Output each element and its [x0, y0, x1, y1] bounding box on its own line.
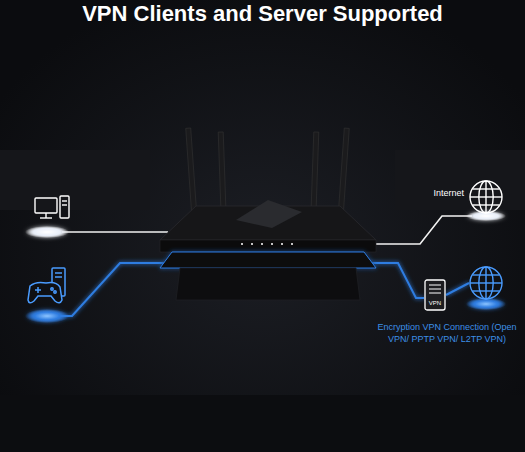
router-front — [160, 240, 376, 252]
router-stand — [176, 268, 360, 300]
gamepad-dpad — [37, 287, 39, 293]
server-symbol — [425, 280, 445, 310]
pc-tower — [55, 276, 62, 278]
pc-tower — [55, 272, 62, 274]
router — [160, 128, 376, 300]
globe-parallel — [470, 196, 502, 197]
pc-tower — [60, 196, 69, 218]
led — [251, 243, 253, 245]
globe-parallel — [472, 290, 499, 291]
globe-symbol — [470, 267, 502, 299]
antenna — [311, 132, 319, 212]
led — [291, 243, 293, 245]
floor — [0, 395, 525, 452]
globe-outline — [470, 267, 502, 299]
pc-tower — [62, 204, 67, 205]
internet-globe: Internet — [469, 180, 503, 214]
antenna — [218, 132, 226, 212]
node-label: Encryption VPN Connection (Open VPN/ PPT… — [370, 321, 524, 345]
monitor-stand — [40, 217, 52, 218]
vpn-wire — [60, 263, 172, 316]
led — [281, 243, 283, 245]
pc-tower — [62, 200, 67, 201]
title: VPN Clients and Server Supported — [0, 1, 525, 27]
gamepad-button — [54, 291, 56, 293]
antenna — [186, 128, 197, 218]
globe-parallel — [470, 282, 502, 283]
globe-parallel — [472, 274, 499, 275]
server-slot — [429, 285, 441, 286]
globe-parallel — [472, 188, 499, 189]
server-outline — [425, 280, 445, 310]
status-leds — [241, 243, 293, 245]
led — [241, 243, 243, 245]
server-slot — [429, 289, 441, 290]
globe-symbol — [470, 181, 502, 213]
globe-outline — [470, 181, 502, 213]
monitor-stand — [45, 213, 46, 218]
glow-disc — [25, 226, 69, 238]
backdrop-panel — [395, 150, 525, 210]
vpn-wire — [60, 263, 424, 316]
node-label: Internet — [433, 188, 464, 198]
gamepad — [28, 282, 62, 302]
glow-disc — [466, 298, 506, 310]
backdrop-panel — [0, 150, 150, 210]
gamepad-button — [51, 288, 53, 290]
wan-wire — [370, 216, 472, 244]
vpn-link — [446, 283, 469, 295]
vpn-globe: Encryption VPN Connection (Open VPN/ PPT… — [469, 266, 503, 300]
node-shape — [469, 180, 503, 214]
globe-parallel — [472, 204, 499, 205]
lan-wire — [62, 231, 168, 233]
antenna — [338, 128, 349, 218]
router-base-glow — [160, 252, 376, 268]
router-top-accent — [236, 200, 302, 228]
backdrop-panels — [0, 150, 525, 452]
server-slot — [429, 293, 441, 294]
node-shape — [469, 266, 503, 300]
computer-icon — [35, 196, 69, 218]
led — [261, 243, 263, 245]
monitor — [35, 198, 57, 213]
gaming-icon — [28, 268, 65, 303]
glow-disc — [25, 309, 69, 323]
node-label: VPN — [426, 299, 444, 307]
led — [271, 243, 273, 245]
vpn-server: VPN — [424, 279, 446, 311]
